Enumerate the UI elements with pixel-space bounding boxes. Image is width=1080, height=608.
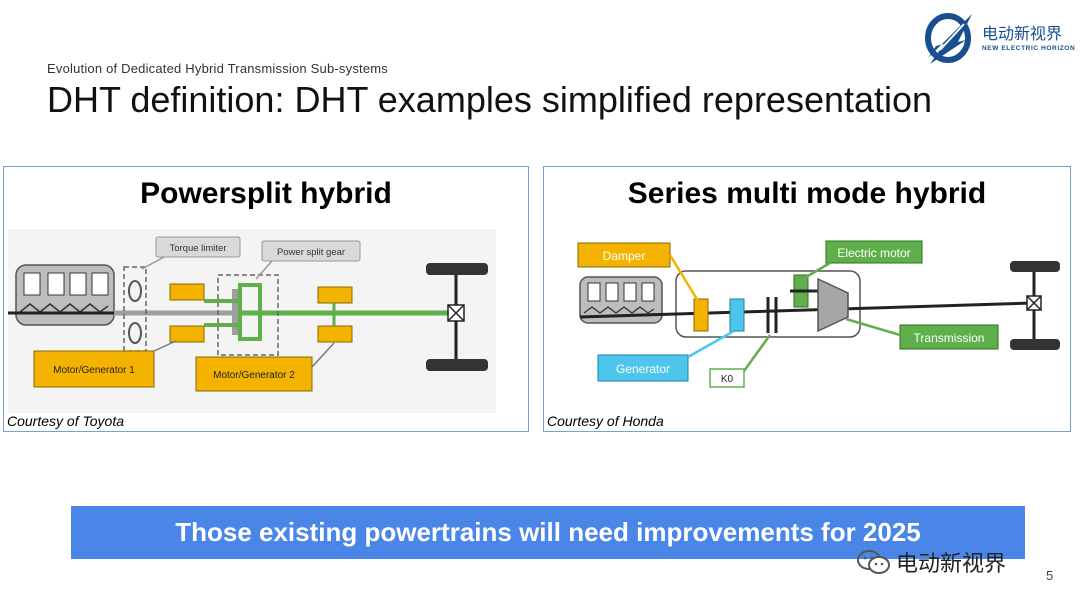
k0-callout: [709, 368, 745, 388]
slide-title: DHT definition: DHT examples simplified …: [47, 79, 933, 120]
conclusion-banner: Those existing powertrains will need imp…: [71, 506, 1025, 559]
conclusion-banner-text: Those existing powertrains will need imp…: [175, 517, 921, 547]
series-multi-mode-diagram: Damper Electric motor Transmission Gener…: [577, 240, 1060, 388]
engine-icon: [579, 276, 663, 324]
mg2-label: Motor/Generator 2: [213, 370, 295, 381]
slide-subtitle: Evolution of Dedicated Hybrid Transmissi…: [47, 61, 388, 76]
wechat-icon: [857, 550, 890, 574]
powersplit-panel: Powersplit hybrid: [3, 166, 529, 432]
torque-limiter-callout: [155, 236, 241, 258]
honda-courtesy-note: Courtesy of Honda: [547, 413, 664, 429]
toyota-courtesy-note: Courtesy of Toyota: [7, 413, 124, 429]
mg1-rotor-bottom: [169, 325, 205, 343]
mg1-label: Motor/Generator 1: [53, 365, 135, 376]
electric-horizon-logo-icon: [925, 13, 972, 64]
mg2-rotor-top: [317, 286, 353, 304]
mg2-rotor-bottom: [317, 325, 353, 343]
electric-motor-label: Electric motor: [837, 246, 910, 260]
electric-motor-callout: [825, 240, 923, 264]
mg1-rotor-top: [169, 283, 205, 301]
series-multi-mode-panel-title: Series multi mode hybrid: [627, 177, 987, 210]
mg1-callout: [33, 350, 155, 388]
damper-callout: [577, 242, 671, 268]
generator-element: [729, 298, 745, 332]
damper-label: Damper: [603, 249, 646, 263]
power-split-gear-icon: [204, 274, 279, 356]
watermark-text: 电动新视界: [896, 551, 1007, 576]
transmission-label: Transmission: [914, 331, 985, 345]
wheel-axle-icon: [426, 263, 488, 371]
logo-name-cn: 电动新视界: [982, 26, 1063, 43]
generator-label: Generator: [616, 362, 670, 376]
power-split-gear-label: Power split gear: [277, 247, 345, 258]
engine-icon: [15, 264, 115, 326]
page-number: 5: [1046, 568, 1054, 583]
series-multi-mode-panel: Series multi mode hybrid: [543, 166, 1071, 432]
powersplit-panel-title: Powersplit hybrid: [140, 177, 392, 210]
powersplit-diagram: Torque limiter Power split gear Motor/Ge…: [8, 229, 496, 413]
wheel-axle-icon: [1010, 261, 1060, 350]
transmission-callout: [899, 324, 999, 350]
damper-element: [693, 298, 709, 332]
transmission-gear-icon: [817, 277, 849, 333]
power-split-gear-callout: [261, 240, 361, 262]
generator-callout: [597, 354, 689, 382]
logo-name-en: NEW ELECTRIC HORIZON: [982, 45, 1076, 52]
mg2-callout: [195, 356, 313, 392]
k0-label: K0: [721, 374, 734, 385]
torque-limiter-label: Torque limiter: [169, 243, 226, 254]
